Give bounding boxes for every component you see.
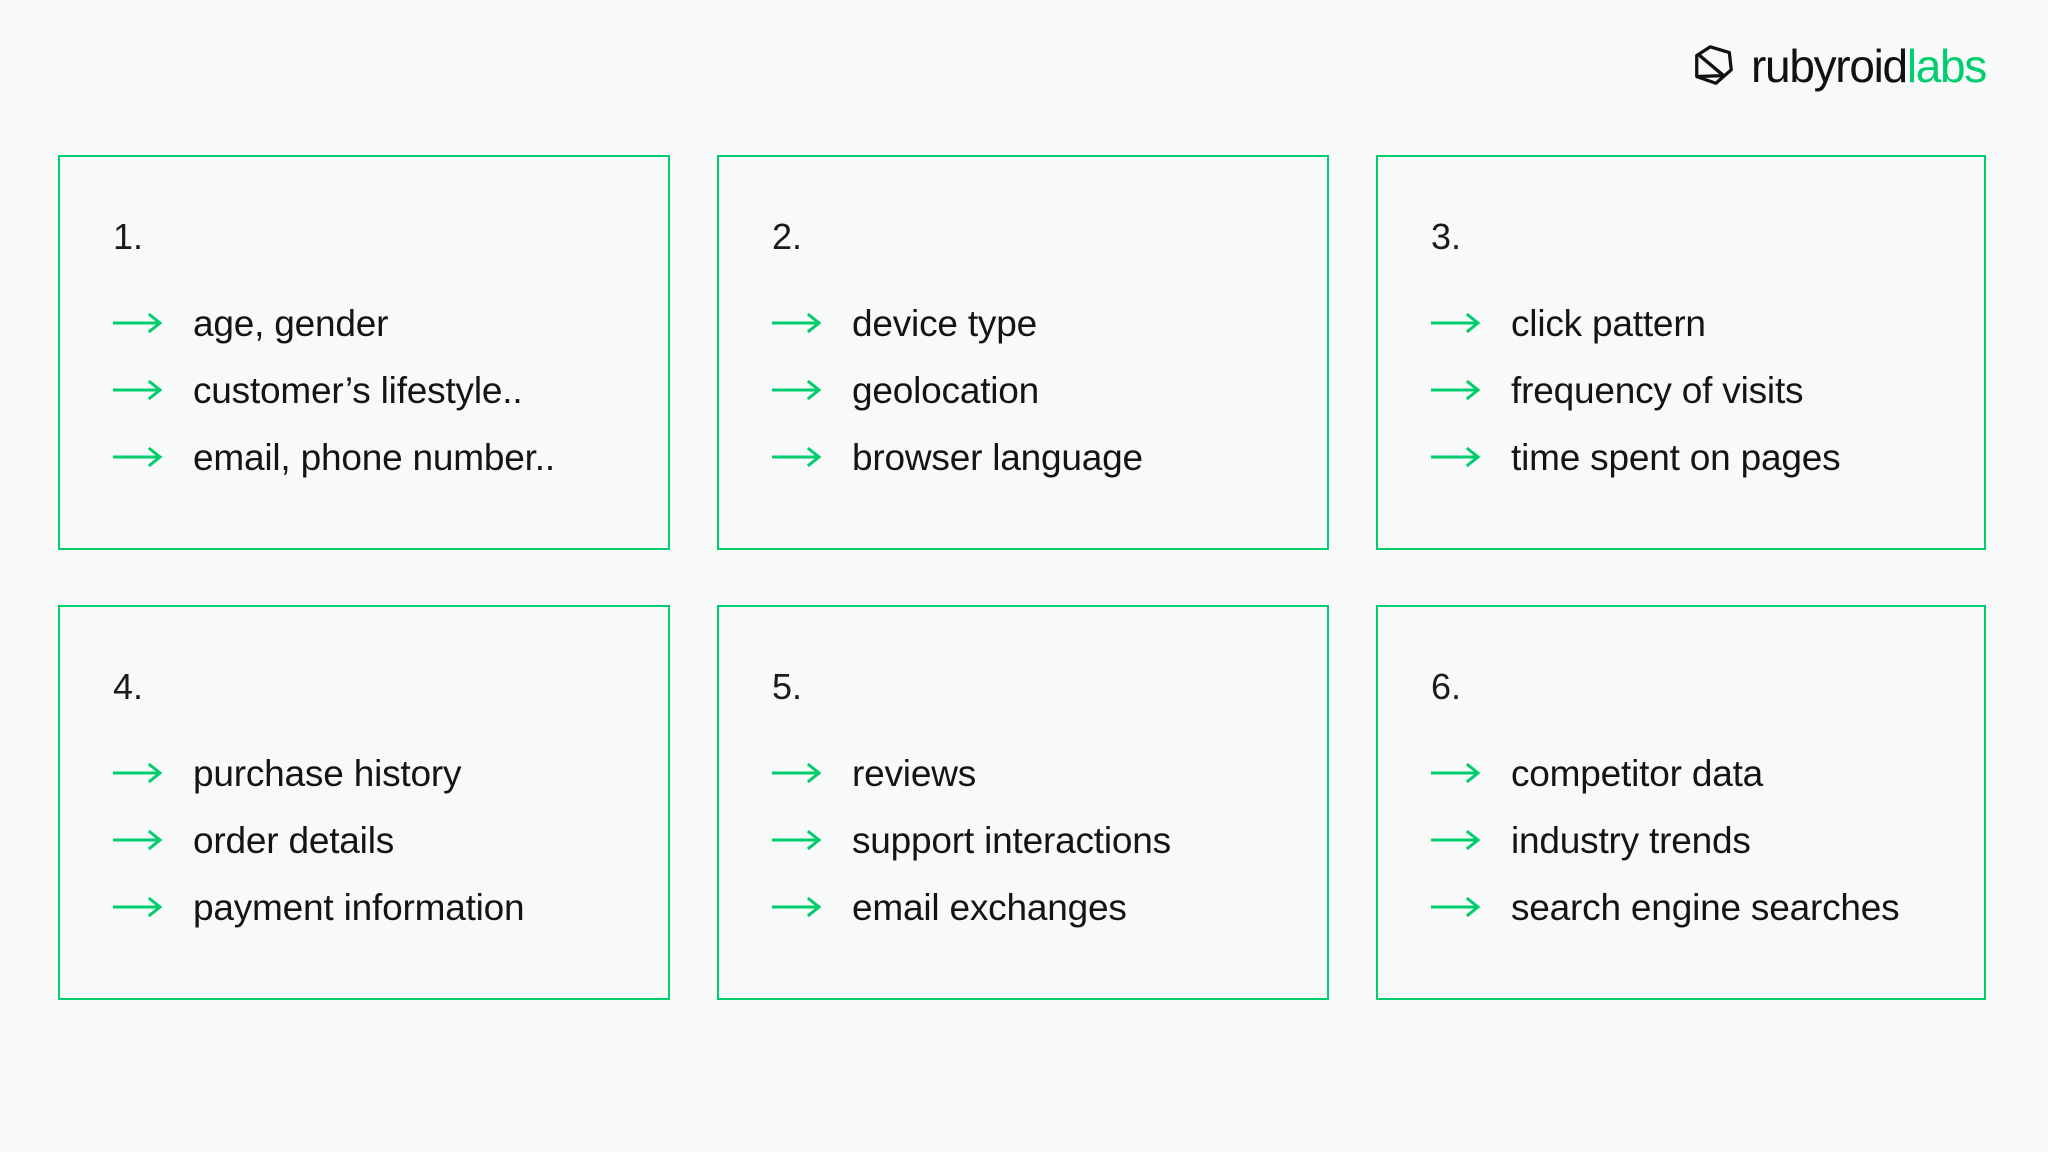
info-card: 2. device type geolocation browser language bbox=[717, 155, 1329, 550]
arrow-right-icon bbox=[772, 379, 826, 401]
list-item-label: purchase history bbox=[193, 752, 462, 794]
card-number: 1. bbox=[113, 216, 144, 257]
list-item-label: email exchanges bbox=[852, 886, 1127, 928]
card-number: 5. bbox=[772, 666, 803, 707]
list-item: device type bbox=[772, 301, 1327, 345]
list-item-label: email, phone number.. bbox=[193, 436, 555, 478]
list-item-label: order details bbox=[193, 819, 395, 861]
card-number: 2. bbox=[772, 216, 803, 257]
list-item: email exchanges bbox=[772, 885, 1327, 929]
info-card: 5. reviews support interactions email excha… bbox=[717, 605, 1329, 1000]
list-item: industry trends bbox=[1431, 818, 1984, 862]
card-item-list: device type geolocation browser language bbox=[772, 301, 1327, 479]
arrow-right-icon bbox=[772, 829, 826, 851]
list-item-label: payment information bbox=[193, 886, 525, 928]
list-item: support interactions bbox=[772, 818, 1327, 862]
list-item: purchase history bbox=[113, 751, 668, 795]
card-number: 3. bbox=[1431, 216, 1462, 257]
list-item-label: industry trends bbox=[1511, 819, 1751, 861]
arrow-right-icon bbox=[1431, 446, 1485, 468]
list-item-label: age, gender bbox=[193, 302, 389, 344]
card-item-list: reviews support interactions email exchang… bbox=[772, 751, 1327, 929]
info-card: 6. competitor data industry trends search e… bbox=[1376, 605, 1986, 1000]
list-item: payment information bbox=[113, 885, 668, 929]
arrow-right-icon bbox=[1431, 829, 1485, 851]
card-number: 6. bbox=[1431, 666, 1462, 707]
list-item: email, phone number.. bbox=[113, 435, 668, 479]
list-item-label: browser language bbox=[852, 436, 1143, 478]
arrow-right-icon bbox=[113, 312, 167, 334]
arrow-right-icon bbox=[113, 446, 167, 468]
arrow-right-icon bbox=[772, 762, 826, 784]
arrow-right-icon bbox=[113, 379, 167, 401]
arrow-right-icon bbox=[113, 762, 167, 784]
list-item: order details bbox=[113, 818, 668, 862]
list-item: reviews bbox=[772, 751, 1327, 795]
brand-name-accent: labs bbox=[1906, 40, 1987, 92]
list-item: browser language bbox=[772, 435, 1327, 479]
list-item-label: click pattern bbox=[1511, 302, 1706, 344]
brand-name-dark: rubyroid bbox=[1751, 40, 1908, 92]
card-item-list: age, gender customer’s lifestyle.. email, … bbox=[113, 301, 668, 479]
arrow-right-icon bbox=[1431, 896, 1485, 918]
arrow-right-icon bbox=[772, 896, 826, 918]
list-item-label: customer’s lifestyle.. bbox=[193, 369, 523, 411]
arrow-right-icon bbox=[1431, 312, 1485, 334]
list-item-label: reviews bbox=[852, 752, 977, 794]
list-item-label: geolocation bbox=[852, 369, 1040, 411]
card-item-list: click pattern frequency of visits time spe… bbox=[1431, 301, 1984, 479]
list-item: search engine searches bbox=[1431, 885, 1984, 929]
list-item-label: device type bbox=[852, 302, 1037, 344]
arrow-right-icon bbox=[772, 312, 826, 334]
info-card: 4. purchase history order details payment i… bbox=[58, 605, 670, 1000]
list-item: customer’s lifestyle.. bbox=[113, 368, 668, 412]
arrow-right-icon bbox=[1431, 762, 1485, 784]
card-item-list: purchase history order details payment inf… bbox=[113, 751, 668, 929]
card-item-list: competitor data industry trends search eng… bbox=[1431, 751, 1984, 929]
arrow-right-icon bbox=[772, 446, 826, 468]
arrow-right-icon bbox=[113, 829, 167, 851]
list-item-label: competitor data bbox=[1511, 752, 1764, 794]
info-card: 3. click pattern frequency of visits time s… bbox=[1376, 155, 1986, 550]
list-item: age, gender bbox=[113, 301, 668, 345]
list-item: frequency of visits bbox=[1431, 368, 1984, 412]
list-item: competitor data bbox=[1431, 751, 1984, 795]
list-item-label: support interactions bbox=[852, 819, 1171, 861]
list-item: geolocation bbox=[772, 368, 1327, 412]
list-item-label: search engine searches bbox=[1511, 886, 1900, 928]
arrow-right-icon bbox=[113, 896, 167, 918]
card-number: 4. bbox=[113, 666, 144, 707]
list-item: click pattern bbox=[1431, 301, 1984, 345]
card-grid: 1. age, gender customer’s lifestyle.. email… bbox=[58, 155, 1986, 1000]
list-item-label: frequency of visits bbox=[1511, 369, 1804, 411]
list-item-label: time spent on pages bbox=[1511, 436, 1841, 478]
list-item: time spent on pages bbox=[1431, 435, 1984, 479]
info-card: 1. age, gender customer’s lifestyle.. email… bbox=[58, 155, 670, 550]
arrow-right-icon bbox=[1431, 379, 1485, 401]
gem-icon bbox=[1691, 43, 1737, 89]
